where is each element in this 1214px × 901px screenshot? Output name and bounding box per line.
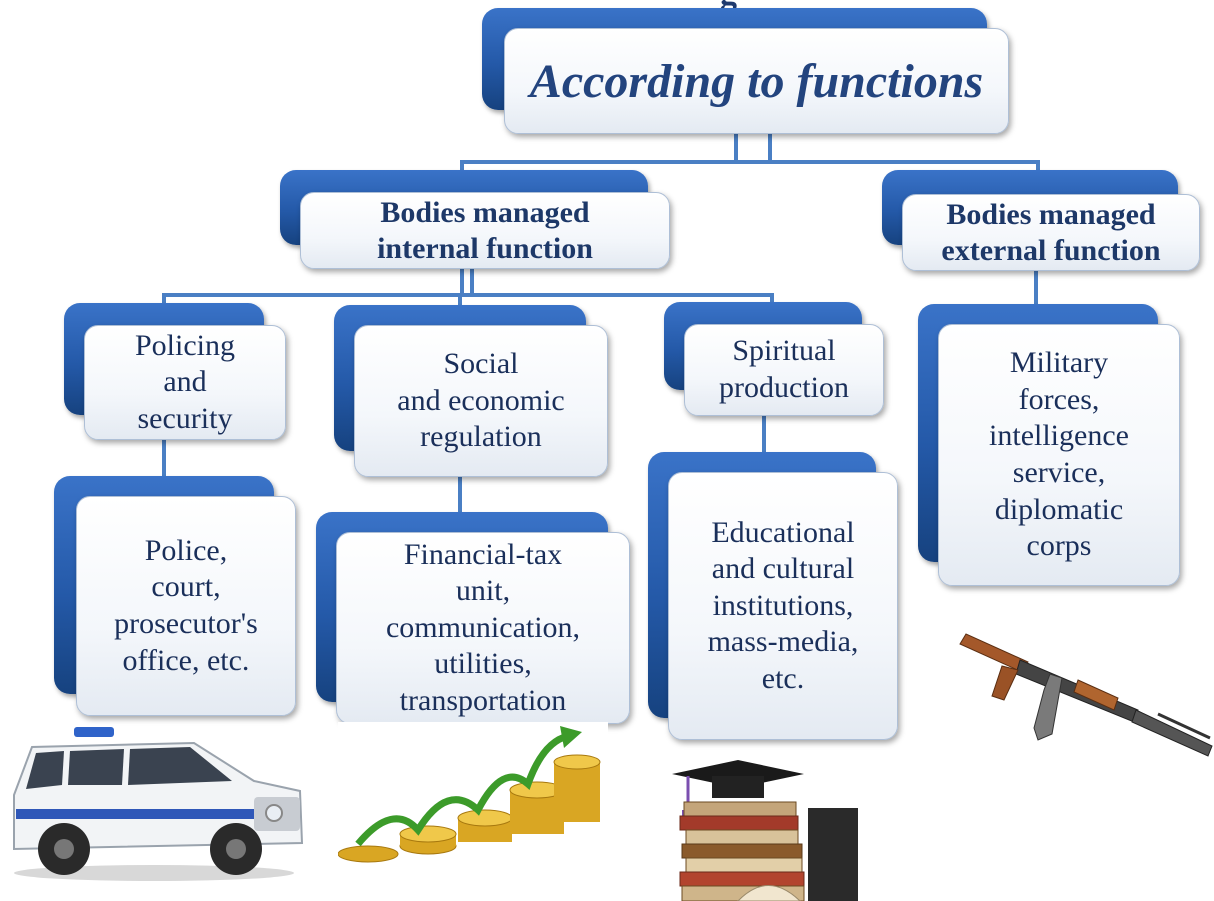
connector-root-down-b bbox=[768, 132, 772, 162]
police-car-icon bbox=[13, 727, 304, 881]
financial-tax-label: Financial-tax unit, communication, utili… bbox=[385, 537, 581, 717]
root-label: According to functions bbox=[529, 54, 984, 108]
connector-external-down bbox=[1034, 270, 1038, 306]
cut-off-title: g bbox=[720, 0, 737, 12]
social-economic-node: Social and economic regulation bbox=[334, 305, 608, 477]
spiritual-label: Spiritual production bbox=[719, 334, 849, 404]
internal-function-node: Bodies managed internal function bbox=[280, 170, 670, 270]
policing-label: Policing and security bbox=[134, 328, 235, 435]
educational-label: Educational and cultural institutions, m… bbox=[707, 515, 859, 695]
connector-internal-down-b bbox=[470, 265, 474, 295]
policing-node: Policing and security bbox=[64, 303, 286, 440]
police-court-node: Police, court, prosecutor's office, etc. bbox=[54, 476, 296, 716]
connector-mid-horizontal bbox=[162, 293, 774, 297]
external-function-node: Bodies managed external function bbox=[882, 170, 1200, 272]
external-function-label: Bodies managed external function bbox=[941, 198, 1161, 267]
military-label: Military forces, intelligence service, d… bbox=[989, 346, 1129, 563]
connector-root-down-a bbox=[734, 132, 738, 162]
rifle-icon bbox=[959, 633, 1213, 757]
social-economic-label: Social and economic regulation bbox=[397, 347, 565, 454]
coins-growth-icon bbox=[338, 722, 608, 892]
root-node: According to functions bbox=[482, 8, 1010, 136]
books-graduation-cap-icon bbox=[672, 760, 858, 901]
internal-function-label: Bodies managed internal function bbox=[377, 196, 593, 265]
spiritual-node: Spiritual production bbox=[664, 302, 884, 416]
connector-spiritual-down bbox=[762, 414, 766, 456]
educational-node: Educational and cultural institutions, m… bbox=[648, 452, 898, 742]
connector-internal-down-a bbox=[460, 265, 464, 295]
military-node: Military forces, intelligence service, d… bbox=[918, 304, 1180, 586]
connector-policing-down bbox=[162, 438, 166, 478]
connector-social-down bbox=[458, 475, 462, 513]
police-court-label: Police, court, prosecutor's office, etc. bbox=[114, 533, 258, 677]
financial-tax-node: Financial-tax unit, communication, utili… bbox=[316, 512, 630, 724]
connector-top-horizontal bbox=[460, 160, 1040, 164]
